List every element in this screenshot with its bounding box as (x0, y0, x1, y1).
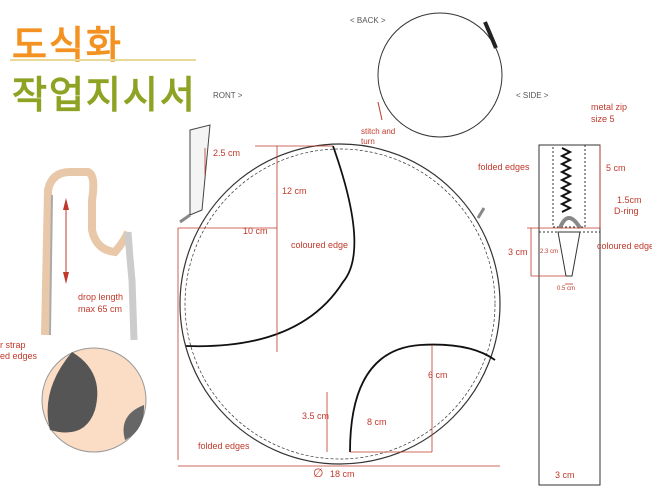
coloured-edge-label: coloured edge (291, 240, 349, 250)
dim-3-5cm: 3.5 cm (302, 411, 330, 421)
dring-label-1: 1.5cm (617, 195, 642, 205)
diameter-symbol: ∅ (313, 466, 324, 480)
dim-2-5cm: 2.5 cm (213, 148, 241, 158)
drop-length-label: drop length (78, 292, 124, 302)
dim-18cm: 18 cm (330, 469, 355, 479)
bag-illustration (41, 168, 147, 453)
dim-0-5cm: 0.5 cm (557, 286, 576, 292)
dim-8cm: 8 cm (367, 417, 387, 427)
zip-label-1: metal zip (591, 102, 628, 112)
front-view (177, 124, 501, 467)
title-divider (10, 59, 196, 61)
strap-label-2: ed edges (0, 351, 38, 361)
side-folded-label: folded edges (478, 162, 530, 172)
drop-max-label: max 65 cm (78, 304, 123, 314)
dim-3cm: 3 cm (508, 247, 528, 257)
dim-5cm: 5 cm (606, 163, 626, 173)
stitch-label-2: turn (361, 137, 375, 146)
dim-2-3cm: 2.3 cm (540, 249, 559, 255)
back-view-label: < BACK > (350, 16, 386, 25)
folded-edges-label: folded edges (198, 441, 250, 451)
side-coloured-edge-label: coloured edge (597, 241, 652, 251)
dim-6cm: 6 cm (428, 370, 448, 380)
dim-10cm: 10 cm (243, 226, 268, 236)
dim-side-width: 3 cm (555, 470, 575, 480)
dim-12cm: 12 cm (282, 186, 307, 196)
dring-label-2: D-ring (614, 206, 639, 216)
strap-label-1: r strap (0, 340, 26, 350)
side-view (527, 144, 601, 486)
back-view (377, 12, 503, 138)
title-line2: 작업지시서 (12, 73, 197, 117)
side-view-label: < SIDE > (516, 91, 549, 100)
zip-label-2: size 5 (591, 114, 615, 124)
front-view-label: RONT > (213, 91, 243, 100)
stitch-label-1: stitch and (361, 127, 396, 136)
